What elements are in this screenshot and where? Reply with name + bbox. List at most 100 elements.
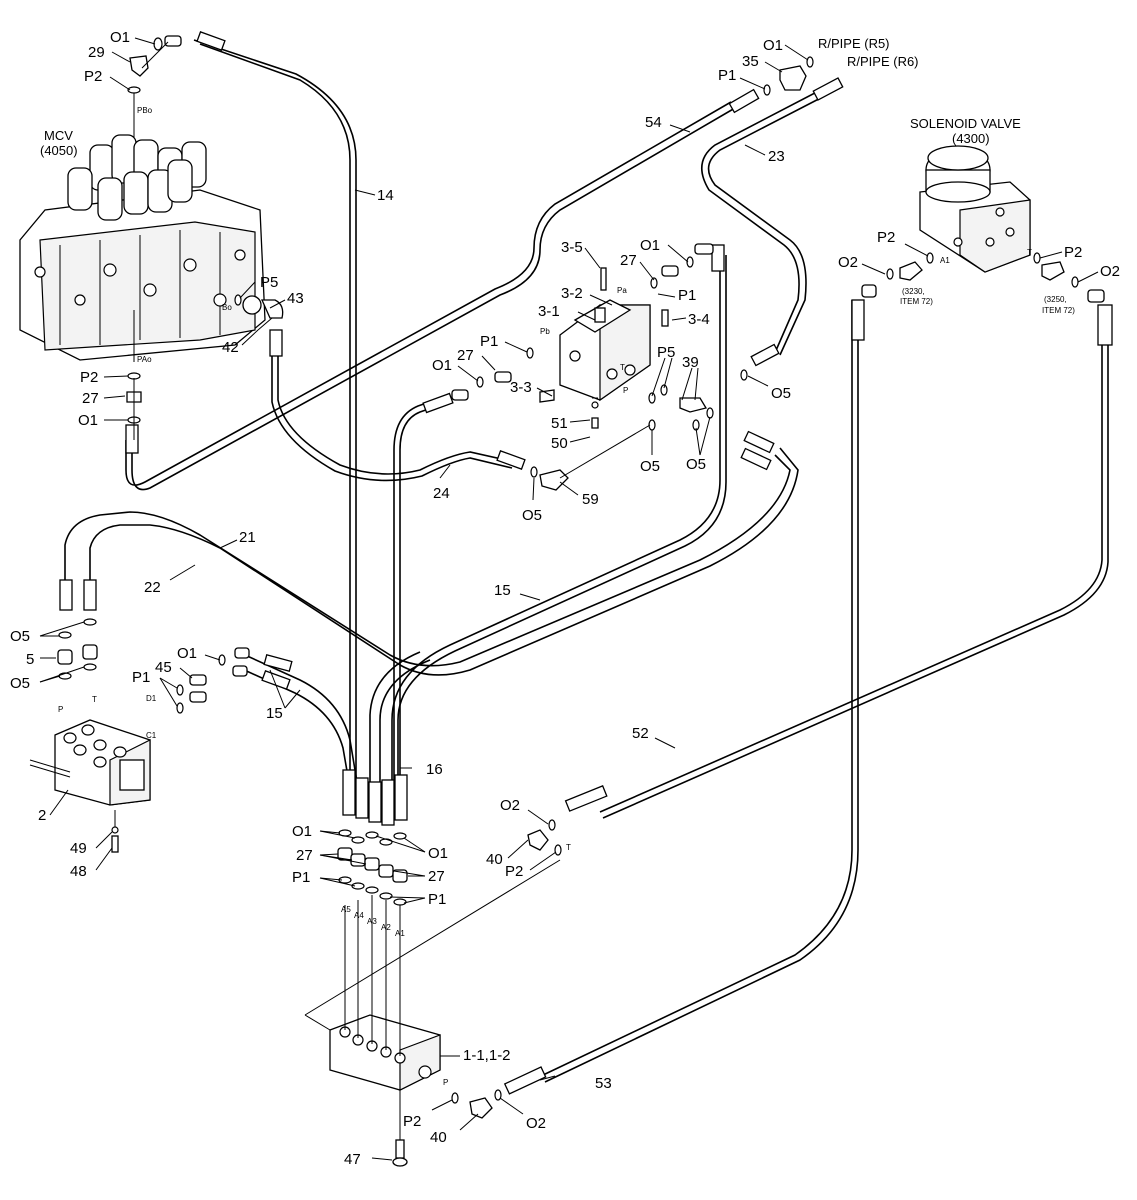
callout-p2-sol-right: P2 (1064, 244, 1082, 261)
hose-21-22 (64, 447, 799, 800)
callout-59: 59 (582, 491, 599, 508)
part-callouts: O1 29 P2 P5 43 42 P2 27 O1 14 O1 35 P1 5… (10, 29, 1120, 1168)
solenoid-title: SOLENOID VALVE (910, 116, 1021, 131)
callout-40-low: 40 (430, 1129, 447, 1146)
callout-o2-sol-right: O2 (1100, 263, 1120, 280)
callout-1-1: 1-1,1-2 (463, 1047, 511, 1064)
callout-21: 21 (239, 529, 256, 546)
leader-lines (39, 37, 1099, 1161)
callout-p2-blk-low: P2 (403, 1113, 421, 1130)
callout-15-top: 15 (494, 582, 511, 599)
ref-3250: (3250, (1044, 295, 1067, 304)
tee-35 (763, 56, 814, 96)
callout-p5-valve: P5 (657, 344, 675, 361)
callout-49: 49 (70, 840, 87, 857)
callout-35: 35 (742, 53, 759, 70)
mcv-upper-fittings (127, 37, 169, 94)
port-a1-sol: A1 (940, 256, 950, 265)
ref-3230-item: ITEM 72) (900, 297, 933, 306)
callout-o1-r5: O1 (763, 37, 783, 54)
callout-5-rcv: 5 (26, 651, 34, 668)
callout-p2-mcv-low: P2 (80, 369, 98, 386)
callout-14: 14 (377, 187, 394, 204)
port-pao: PAo (137, 355, 152, 364)
callout-o5-rcv1: O5 (10, 628, 30, 645)
callout-p5-mcv: P5 (260, 274, 278, 291)
callout-50: 50 (551, 435, 568, 452)
callout-p2-blk-top: P2 (505, 863, 523, 880)
solenoid-valve-4300 (919, 145, 1031, 273)
callout-p1-rcv: P1 (132, 669, 150, 686)
remote-control-valve-2 (29, 719, 151, 853)
callout-23: 23 (768, 148, 785, 165)
callout-16: 16 (426, 761, 443, 778)
callout-3-5: 3-5 (561, 239, 583, 256)
port-t-block: T (566, 843, 571, 852)
callout-22: 22 (144, 579, 161, 596)
callout-o5-valve-mid: O5 (640, 458, 660, 475)
callout-o2-block: O2 (500, 797, 520, 814)
callout-o2-sol-left: O2 (838, 254, 858, 271)
rpipe-r5-label: R/PIPE (R5) (818, 36, 890, 51)
port-t-sol: T (1027, 248, 1032, 257)
callout-48: 48 (70, 863, 87, 880)
port-p-valve: P (623, 386, 628, 395)
callout-29: 29 (88, 44, 105, 61)
callout-3-1: 3-1 (538, 303, 560, 320)
pilot-valve-3-1 (539, 267, 669, 429)
hose-15 (239, 255, 727, 801)
manifold-fittings (337, 819, 562, 1119)
rcv-fittings (57, 618, 226, 714)
callout-o1-blk-b: O1 (428, 845, 448, 862)
solenoid-code: (4300) (952, 131, 990, 146)
callout-p1-valve: P1 (678, 287, 696, 304)
callout-43: 43 (287, 290, 304, 307)
rpipe-r6-label: R/PIPE (R6) (847, 54, 919, 69)
callout-53: 53 (595, 1075, 612, 1092)
hose-54 (125, 101, 736, 491)
port-t-valve: T (620, 363, 625, 372)
callout-o5-valve-right: O5 (771, 385, 791, 402)
manifold-block-1-1 (304, 859, 561, 1167)
callout-3-3: 3-3 (510, 379, 532, 396)
port-a2: A2 (381, 923, 391, 932)
ref-3250-item: ITEM 72) (1042, 306, 1075, 315)
callout-o5-bottom: O5 (522, 507, 542, 524)
callout-27-blk-a: 27 (296, 847, 313, 864)
callout-54: 54 (645, 114, 662, 131)
callout-39: 39 (682, 354, 699, 371)
callout-p1-blk-a: P1 (292, 869, 310, 886)
component-titles: MCV (4050) SOLENOID VALVE (4300) R/PIPE … (40, 36, 1075, 315)
callout-47: 47 (344, 1151, 361, 1168)
callout-27-valve-left: 27 (457, 347, 474, 364)
callout-o5-valve-mid2: O5 (686, 456, 706, 473)
port-c1: C1 (146, 731, 157, 740)
mcv-side-fitting (234, 294, 284, 331)
port-pbo: PBo (137, 106, 153, 115)
mcv-code: (4050) (40, 143, 78, 158)
port-labels: PBo PAo Bo Pa Pb T P A1 T P T D1 C1 A5 A… (58, 106, 1032, 1087)
hose-23 (701, 81, 841, 356)
callout-3-2: 3-2 (561, 285, 583, 302)
callout-3-4: 3-4 (688, 311, 710, 328)
port-a1: A1 (395, 929, 405, 938)
callout-42: 42 (222, 339, 239, 356)
hose-53 (540, 300, 859, 1083)
callout-52: 52 (632, 725, 649, 742)
hose-16 (393, 398, 441, 800)
callout-15-low: 15 (266, 705, 283, 722)
callout-51: 51 (551, 415, 568, 432)
hose-52 (599, 330, 1109, 819)
callout-o1-mcv-low: O1 (78, 412, 98, 429)
callout-40-top: 40 (486, 851, 503, 868)
port-a5: A5 (341, 905, 351, 914)
port-p-rcv: P (58, 705, 63, 714)
callout-27-blk-b: 27 (428, 868, 445, 885)
callout-p1-valve-left: P1 (480, 333, 498, 350)
port-bo: Bo (222, 303, 232, 312)
pilot-valve-fittings (476, 256, 748, 491)
callout-2-rcv: 2 (38, 807, 46, 824)
callout-o2-blk-low: O2 (526, 1115, 546, 1132)
callout-45: 45 (155, 659, 172, 676)
callout-o1-top: O1 (110, 29, 130, 46)
